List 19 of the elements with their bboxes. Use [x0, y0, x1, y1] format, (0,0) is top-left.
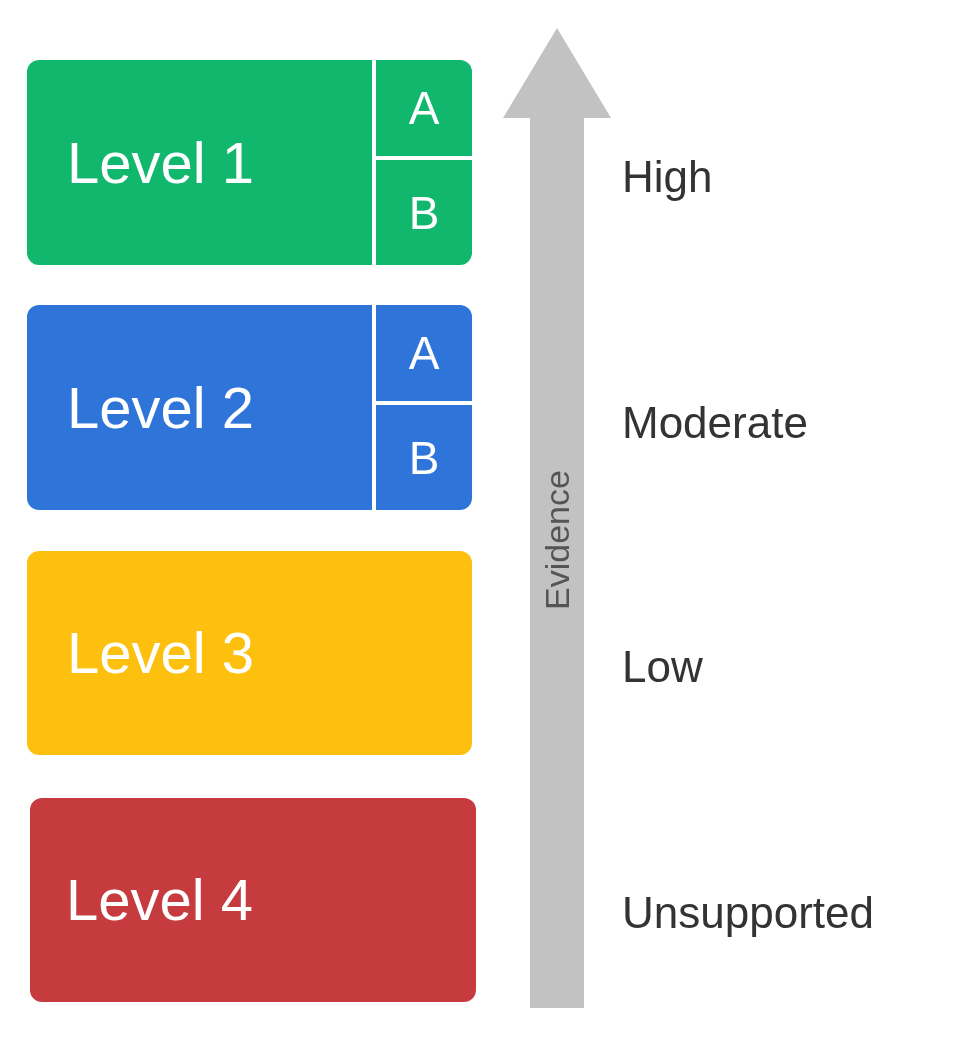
level-label: A: [408, 85, 440, 131]
level-label: B: [408, 434, 440, 481]
sublevel-box: [372, 60, 472, 160]
axis-label: Evidence: [540, 470, 574, 610]
level-label: Level 1: [66, 133, 255, 192]
level-label: A: [408, 330, 440, 376]
level-label: Level 3: [66, 624, 255, 682]
level-label: Level 4: [65, 871, 254, 929]
evidence-level-label: High: [622, 155, 713, 199]
evidence-level-label: Moderate: [622, 401, 808, 445]
level-label: B: [408, 189, 440, 236]
level-box: [27, 60, 472, 265]
level-label: Level 2: [66, 378, 255, 437]
level-box: [27, 551, 472, 755]
level-box: [27, 305, 472, 510]
evidence-level-label: Unsupported: [622, 891, 874, 935]
sublevel-box: [372, 305, 472, 405]
level-box: [30, 798, 476, 1002]
evidence-level-label: Low: [622, 645, 703, 689]
